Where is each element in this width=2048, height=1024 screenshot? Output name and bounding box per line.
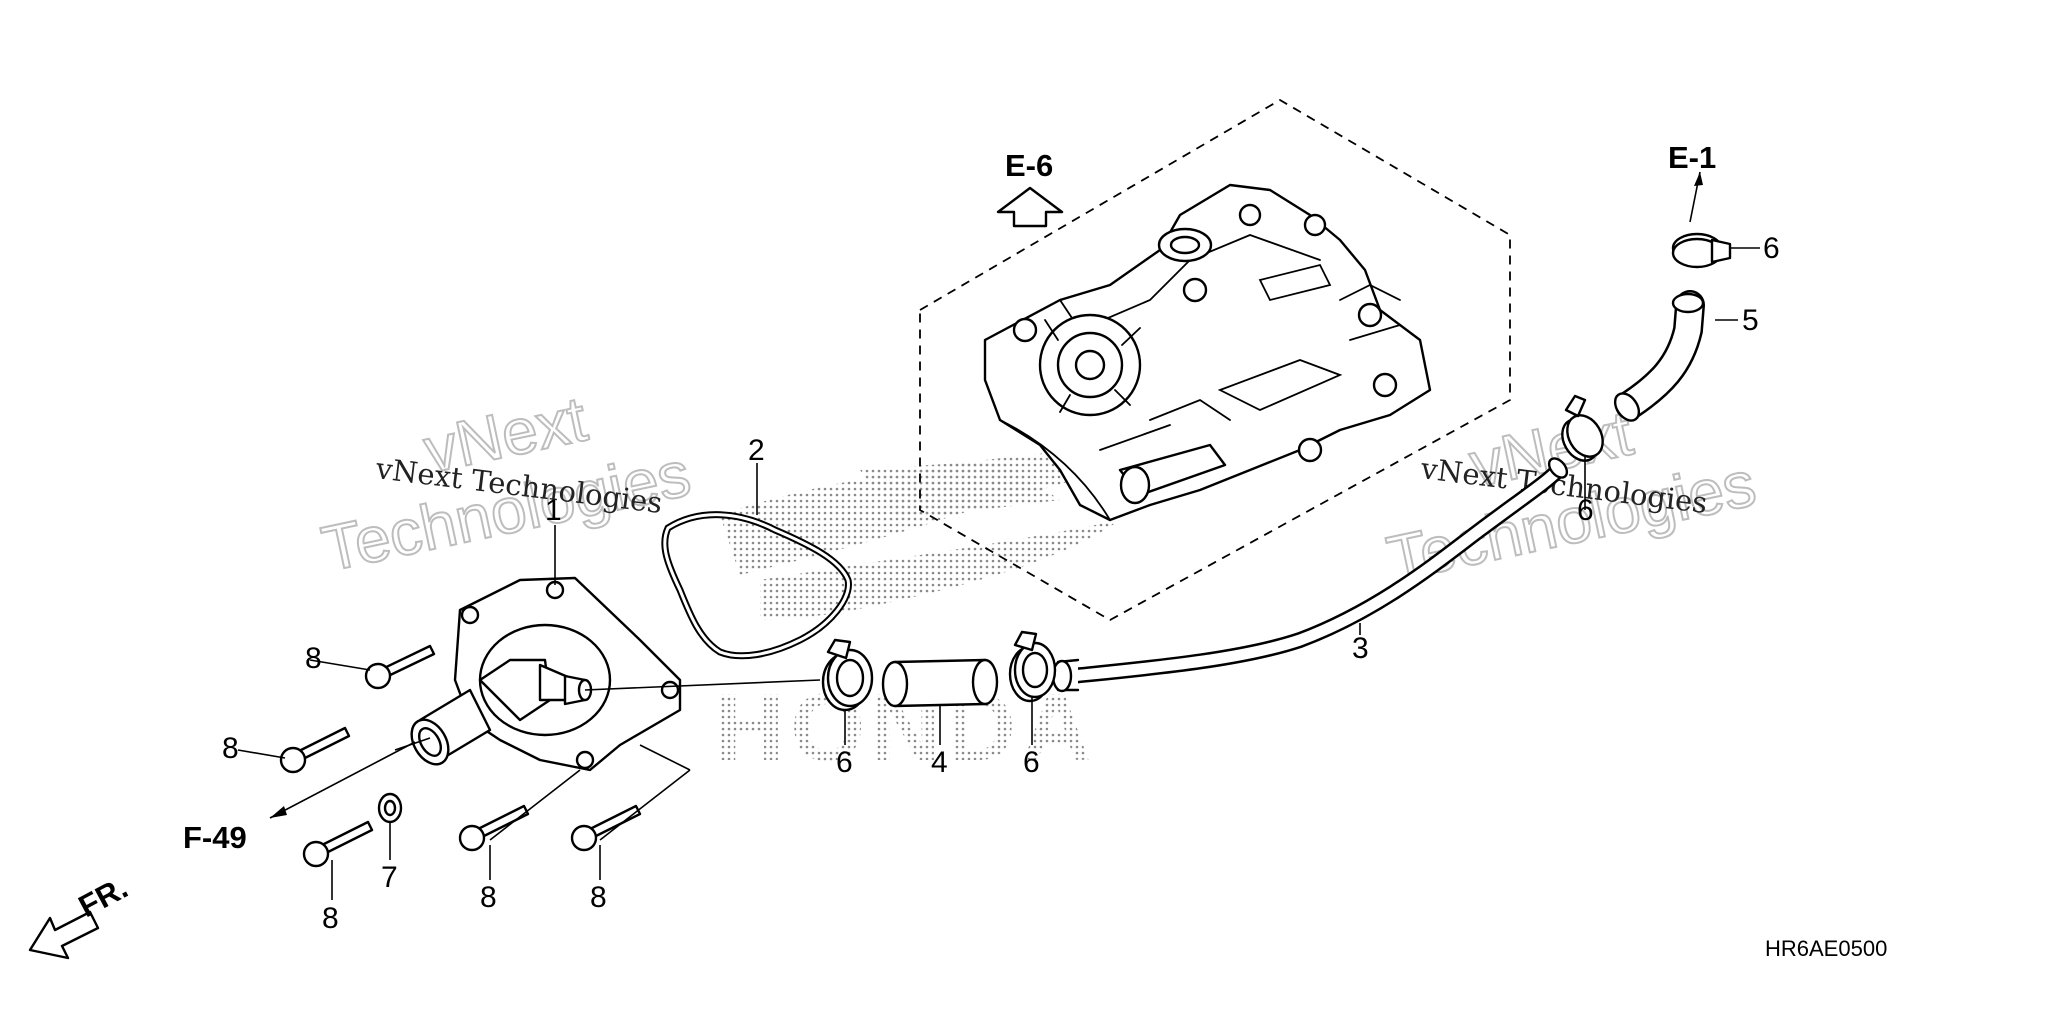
callout-8-b: 8 <box>222 732 239 765</box>
arrowhead-icon <box>1694 172 1703 186</box>
callout-2: 2 <box>748 434 765 467</box>
up-arrow-icon <box>996 186 1064 228</box>
callout-numbers: 1 2 3 4 5 6 6 6 6 7 8 8 8 8 8 <box>222 232 1780 935</box>
callout-8-c: 8 <box>322 902 339 935</box>
callout-6-middle: 6 <box>1023 746 1040 779</box>
hose-clamp-left <box>821 638 874 712</box>
callout-8-e: 8 <box>590 881 607 914</box>
callout-7: 7 <box>381 861 398 894</box>
bolt-8-e <box>570 804 642 852</box>
e6-label: E-6 <box>1005 148 1053 183</box>
hose-clamp-right <box>1561 394 1604 462</box>
e6-reference: E-6 <box>996 148 1064 228</box>
arrowhead-icon <box>270 806 287 818</box>
callout-3: 3 <box>1352 632 1369 665</box>
gasket-2 <box>661 511 852 660</box>
engine-crankcase <box>919 98 1511 622</box>
bolt-8-c <box>302 820 374 868</box>
front-direction: FR. <box>28 870 133 960</box>
callout-6-right: 6 <box>1577 494 1594 527</box>
bolt-8-b <box>279 726 351 774</box>
e1-reference: E-1 <box>1668 140 1716 223</box>
leader-lines <box>237 247 1760 900</box>
bolt-8-a <box>364 644 436 690</box>
hose-clamp-middle <box>1008 630 1057 703</box>
e1-label: E-1 <box>1668 140 1716 175</box>
callout-6-left: 6 <box>836 746 853 779</box>
callout-1: 1 <box>545 494 562 527</box>
hose-4 <box>881 658 999 708</box>
callout-5: 5 <box>1742 304 1759 337</box>
f49-label: F-49 <box>183 820 247 855</box>
hose-5 <box>1613 290 1705 422</box>
callout-8-d: 8 <box>480 881 497 914</box>
bolt-8-d <box>458 804 530 852</box>
diagram-code: HR6AE0500 <box>1765 936 1887 961</box>
callout-8-a: 8 <box>305 642 322 675</box>
callout-4: 4 <box>931 746 948 779</box>
callout-6-top: 6 <box>1763 232 1780 265</box>
water-pump-1 <box>410 576 682 772</box>
washer-7 <box>377 792 403 824</box>
hose-clamp-top <box>1671 232 1732 269</box>
front-arrow-icon <box>28 910 100 960</box>
